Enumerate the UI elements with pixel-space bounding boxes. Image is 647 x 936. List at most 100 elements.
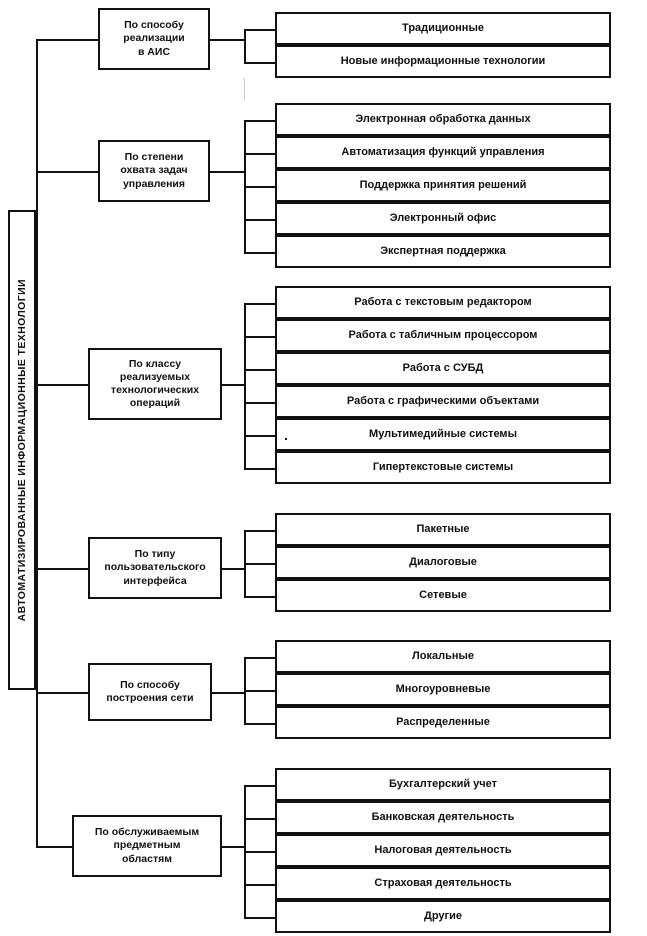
bracket-to-leaf bbox=[244, 562, 275, 565]
leaf-node-label: Новые информационные технологии bbox=[340, 55, 546, 68]
bracket-to-leaf bbox=[244, 302, 275, 305]
bracket-to-leaf bbox=[244, 335, 275, 338]
leaf-node-label: Электронный офис bbox=[389, 212, 497, 225]
leaf-node-label: Работа с текстовым редактором bbox=[354, 296, 532, 309]
spine-to-category-po-stepeni-ohvata bbox=[36, 171, 98, 173]
bracket-to-leaf bbox=[244, 119, 275, 122]
leaf-node: Поддержка принятия решений bbox=[275, 169, 611, 202]
root-node: АВТОМАТИЗИРОВАННЫЕ ИНФОРМАЦИОННЫЕ ТЕХНОЛ… bbox=[8, 210, 36, 690]
leaf-node-label: Мультимедийные системы bbox=[369, 428, 517, 441]
leaf-node: Работа с табличным процессором bbox=[275, 319, 611, 352]
stray-ink-dot bbox=[285, 438, 287, 440]
leaf-node: Традиционные bbox=[275, 12, 611, 45]
category-label-line: По способу bbox=[124, 19, 184, 32]
leaf-node-label: Банковская деятельность bbox=[371, 811, 515, 824]
category-label-line: пользовательского bbox=[104, 561, 206, 574]
root-spine bbox=[36, 39, 38, 846]
category-label-line: реализуемых bbox=[119, 370, 191, 383]
category-to-bracket-po-sposobu-postroeniya-seti bbox=[212, 692, 244, 694]
bracket-to-leaf bbox=[244, 916, 275, 919]
leaf-node-label: Распределенные bbox=[396, 716, 490, 729]
bracket-to-leaf bbox=[244, 689, 275, 692]
bracket-po-sposobu-realizacii bbox=[244, 28, 246, 62]
bracket-to-leaf bbox=[244, 434, 275, 437]
leaf-node-label: Диалоговые bbox=[409, 556, 477, 569]
faint-guide-tick bbox=[244, 78, 245, 100]
spine-to-category-po-predmetnym-oblastyam bbox=[36, 846, 72, 848]
category-label-line: По типу bbox=[134, 548, 176, 561]
leaf-node-label: Экспертная поддержка bbox=[380, 245, 506, 258]
category-label-line: По классу bbox=[128, 357, 182, 370]
leaf-node: Сетевые bbox=[275, 579, 611, 612]
leaf-node-label: Другие bbox=[424, 910, 462, 923]
category-to-bracket-po-tipu-interfeysa bbox=[222, 568, 244, 570]
category-label-line: реализации bbox=[123, 32, 185, 45]
leaf-node: Банковская деятельность bbox=[275, 801, 611, 834]
bracket-to-leaf bbox=[244, 656, 275, 659]
leaf-node: Новые информационные технологии bbox=[275, 45, 611, 78]
bracket-to-leaf bbox=[244, 218, 275, 221]
category-label-line: областям bbox=[121, 852, 173, 865]
leaf-node-label: Работа с СУБД bbox=[402, 362, 484, 375]
leaf-node: Многоуровневые bbox=[275, 673, 611, 706]
leaf-node: Страховая деятельность bbox=[275, 867, 611, 900]
category-label-line: в АИС bbox=[137, 45, 171, 58]
leaf-node: Автоматизация функций управления bbox=[275, 136, 611, 169]
leaf-node-label: Работа с графическими объектами bbox=[346, 395, 540, 408]
category-label-line: операций bbox=[129, 397, 181, 410]
leaf-node: Работа с СУБД bbox=[275, 352, 611, 385]
category-to-bracket-po-stepeni-ohvata bbox=[210, 171, 244, 173]
category-label-line: По способу bbox=[120, 678, 180, 691]
bracket-to-leaf bbox=[244, 722, 275, 725]
category-label-line: По степени bbox=[124, 151, 184, 164]
bracket-to-leaf bbox=[244, 368, 275, 371]
leaf-node: Электронная обработка данных bbox=[275, 103, 611, 136]
bracket-to-leaf bbox=[244, 595, 275, 598]
category-label-line: охвата задач bbox=[120, 164, 188, 177]
leaf-node-label: Многоуровневые bbox=[395, 683, 491, 696]
bracket-to-leaf bbox=[244, 529, 275, 532]
leaf-node-label: Бухгалтерский учет bbox=[388, 778, 498, 791]
category-label-line: управления bbox=[122, 177, 186, 190]
bracket-po-klassu-operacij bbox=[244, 302, 246, 468]
leaf-node: Экспертная поддержка bbox=[275, 235, 611, 268]
leaf-node: Локальные bbox=[275, 640, 611, 673]
category-label-line: предметным bbox=[113, 839, 181, 852]
bracket-to-leaf bbox=[244, 784, 275, 787]
leaf-node: Мультимедийные системы bbox=[275, 418, 611, 451]
leaf-node: Диалоговые bbox=[275, 546, 611, 579]
leaf-node-label: Страховая деятельность bbox=[374, 877, 512, 890]
spine-to-category-po-sposobu-realizacii bbox=[36, 39, 98, 41]
leaf-node: Работа с графическими объектами bbox=[275, 385, 611, 418]
bracket-to-leaf bbox=[244, 467, 275, 470]
category-label-line: построения сети bbox=[106, 692, 194, 704]
category-label-line: технологических bbox=[110, 384, 200, 396]
spine-to-category-po-tipu-interfeysa bbox=[36, 568, 88, 570]
bracket-to-leaf bbox=[244, 152, 275, 155]
spine-to-category-po-klassu-operacij bbox=[36, 384, 88, 386]
leaf-node: Налоговая деятельность bbox=[275, 834, 611, 867]
category-to-bracket-po-predmetnym-oblastyam bbox=[222, 846, 244, 848]
leaf-node-label: Электронная обработка данных bbox=[355, 113, 531, 126]
leaf-node: Пакетные bbox=[275, 513, 611, 546]
root-node-label: АВТОМАТИЗИРОВАННЫЕ ИНФОРМАЦИОННЫЕ ТЕХНОЛ… bbox=[15, 278, 28, 622]
bracket-to-leaf bbox=[244, 28, 275, 31]
leaf-node: Другие bbox=[275, 900, 611, 933]
leaf-node-label: Гипертекстовые системы bbox=[372, 461, 514, 474]
spine-to-category-po-sposobu-postroeniya-seti bbox=[36, 692, 88, 694]
leaf-node: Электронный офис bbox=[275, 202, 611, 235]
bracket-to-leaf bbox=[244, 61, 275, 64]
leaf-node: Распределенные bbox=[275, 706, 611, 739]
leaf-node: Бухгалтерский учет bbox=[275, 768, 611, 801]
